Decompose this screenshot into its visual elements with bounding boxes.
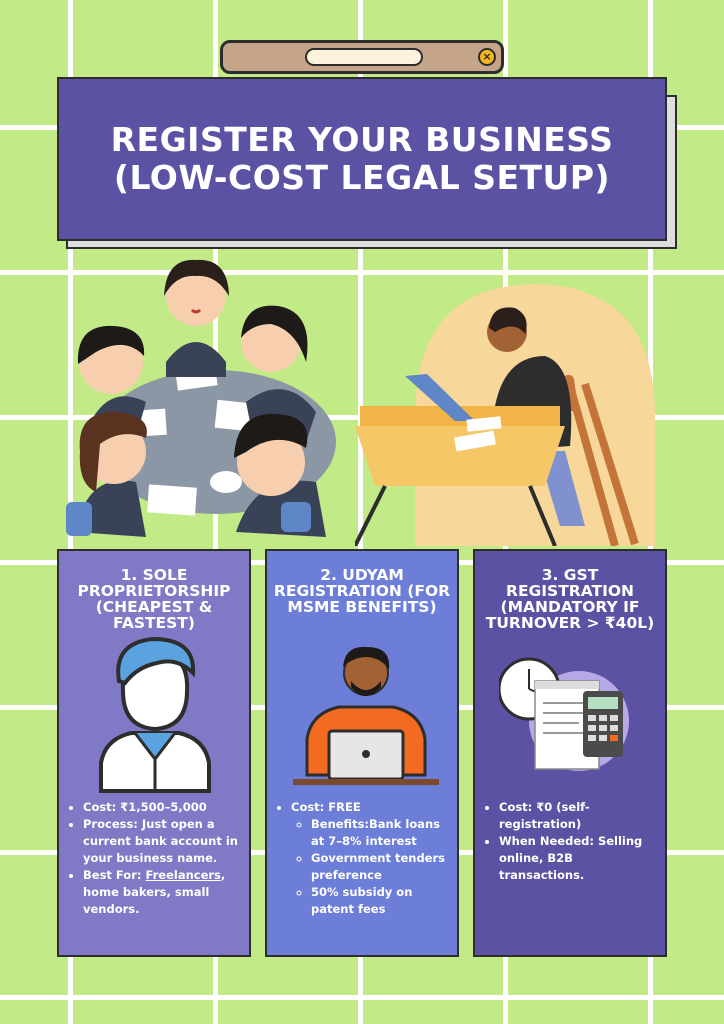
chair: [281, 502, 311, 532]
window-bar-decoration: ×: [220, 40, 504, 74]
paper: [454, 430, 496, 452]
sub-list-item: 50% subsidy on patent fees: [311, 884, 449, 918]
sub-list-item: Government tenders preference: [311, 850, 449, 884]
card-heading: 1. SOLE PROPRIETORSHIP (CHEAPEST & FASTE…: [77, 566, 231, 632]
person-bottom-left: [76, 411, 147, 537]
card-heading: 3. GST REGISTRATION (MANDATORY IF TURNOV…: [485, 566, 655, 632]
list-item: Process: Just open a current bank accoun…: [83, 816, 241, 867]
freelancers-link[interactable]: Freelancers: [145, 868, 221, 882]
crutch: [581, 382, 639, 546]
desk: [355, 426, 565, 486]
card-gst-registration: 3. GST REGISTRATION (MANDATORY IF TURNOV…: [473, 549, 667, 957]
list-item: Cost: FREE Benefits:Bank loans at 7–8% i…: [291, 799, 449, 918]
best-for-label: Best For:: [83, 868, 146, 882]
page-title: REGISTER YOUR BUSINESS (LOW-COST LEGAL S…: [111, 121, 614, 197]
close-icon: ×: [478, 48, 496, 66]
card-sole-proprietorship: 1. SOLE PROPRIETORSHIP (CHEAPEST & FASTE…: [57, 549, 251, 957]
card-list: Cost: FREE Benefits:Bank loans at 7–8% i…: [273, 799, 449, 918]
desk-leg: [355, 485, 387, 546]
desk-leg: [528, 485, 557, 546]
card-udyam-registration: 2. UDYAM REGISTRATION (FOR MSME BENEFITS…: [265, 549, 459, 957]
business-meeting-illustration: [66, 259, 336, 537]
business-person-avatar-icon: [99, 636, 211, 793]
title-box: REGISTER YOUR BUSINESS (LOW-COST LEGAL S…: [57, 77, 667, 241]
title-line-2: (LOW-COST LEGAL SETUP): [113, 158, 611, 197]
list-item: Cost: ₹1,500–5,000: [83, 799, 241, 816]
list-item-text: Cost: FREE: [291, 800, 361, 814]
paper: [147, 484, 197, 516]
best-for-rest: , home bakers, small vendors.: [83, 868, 226, 916]
crutch: [566, 384, 619, 546]
list-item: Best For: Freelancers, home bakers, smal…: [83, 867, 241, 918]
list-item: Cost: ₹0 (self-registration): [499, 799, 657, 833]
sub-list-item: Benefits:Bank loans at 7–8% interest: [311, 816, 449, 850]
person-with-laptop-icon: [293, 646, 439, 785]
taxes-clock-calculator-icon: [499, 657, 629, 771]
title-line-1: REGISTER YOUR BUSINESS: [110, 120, 614, 159]
laptop-icon: [405, 374, 475, 421]
person-working-on-laptop-illustration: [355, 284, 655, 546]
paper: [466, 416, 502, 432]
sub-list: Benefits:Bank loans at 7–8% interest Gov…: [291, 816, 449, 918]
card-list: Cost: ₹1,500–5,000 Process: Just open a …: [65, 799, 241, 918]
chair: [66, 502, 92, 536]
list-item: When Needed: Selling online, B2B transac…: [499, 833, 657, 884]
window-bar-pill: [305, 48, 423, 66]
card-list: Cost: ₹0 (self-registration) When Needed…: [481, 799, 657, 884]
card-heading: 2. UDYAM REGISTRATION (FOR MSME BENEFITS…: [273, 566, 451, 616]
person-top: [164, 259, 229, 377]
